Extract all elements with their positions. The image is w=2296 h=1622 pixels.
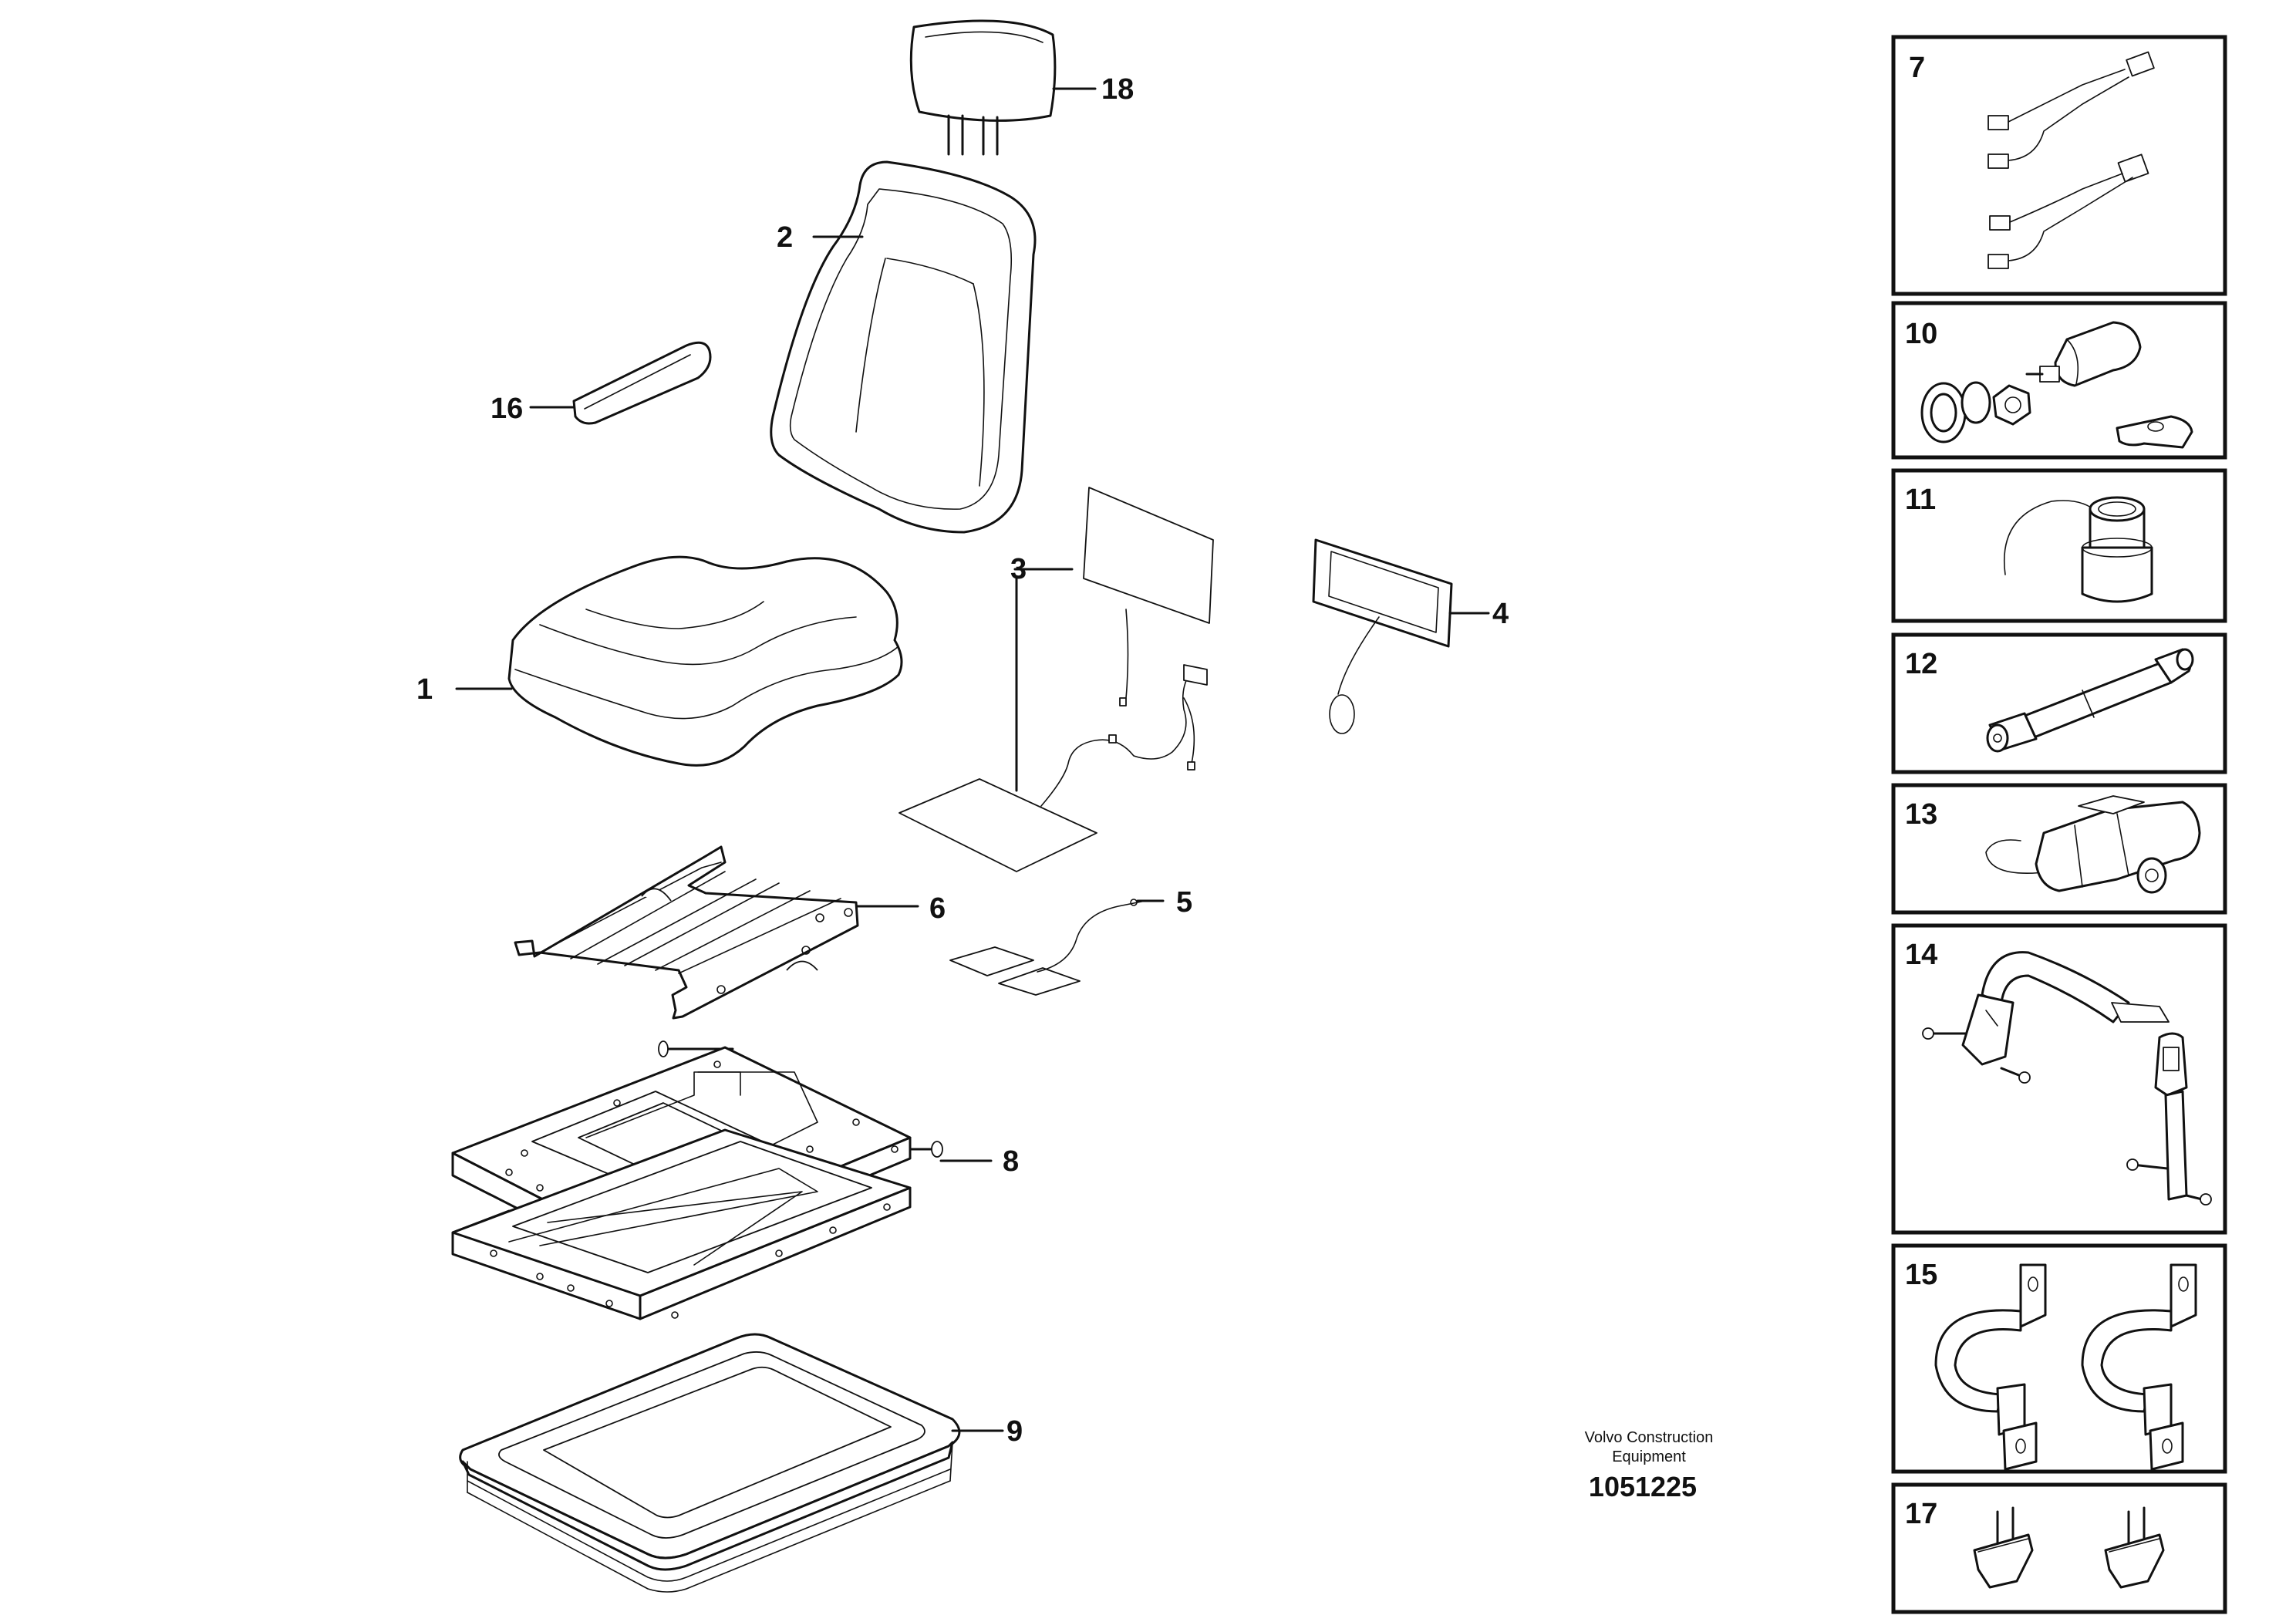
suspension-part-8: 8 xyxy=(451,1040,1019,1320)
panel-11: 11 xyxy=(1891,468,2227,623)
callout-16: 16 xyxy=(491,393,523,425)
armrest-part-16: 16 xyxy=(491,341,712,425)
panel-label-13: 13 xyxy=(1905,798,1937,831)
panel-13: 13 xyxy=(1891,783,2227,915)
slide-rail-part-6: 6 xyxy=(514,845,946,1020)
seat-heater-part-3: 3 xyxy=(899,487,1214,872)
credit-block: Volvo Construction Equipment 1051225 xyxy=(1585,1429,1714,1502)
callout-5: 5 xyxy=(1176,886,1192,919)
panel-label-14: 14 xyxy=(1905,939,1937,971)
seat-cushion-part-1: 1 xyxy=(416,555,903,767)
heater-element-part-5: 5 xyxy=(949,886,1192,996)
callout-8: 8 xyxy=(1003,1145,1019,1178)
panel-15: 15 xyxy=(1891,1243,2227,1474)
bellows-part-9: 9 xyxy=(459,1333,1023,1593)
part-number: 1051225 xyxy=(1589,1471,1697,1502)
backrest-part-2: 2 xyxy=(770,160,1037,534)
label-plate-part-4: 4 xyxy=(1312,538,1509,734)
panel-label-12: 12 xyxy=(1905,648,1937,680)
panel-label-10: 10 xyxy=(1905,318,1937,350)
callout-9: 9 xyxy=(1006,1415,1023,1448)
panel-14: 14 xyxy=(1891,923,2227,1235)
callout-18: 18 xyxy=(1101,73,1134,106)
callout-4: 4 xyxy=(1492,598,1509,630)
panel-7: 7 xyxy=(1891,35,2227,296)
panel-label-17: 17 xyxy=(1905,1498,1937,1530)
callout-3: 3 xyxy=(1010,553,1027,585)
credit-line-2: Equipment xyxy=(1612,1448,1686,1465)
panel-label-11: 11 xyxy=(1905,484,1936,516)
panel-12: 12 xyxy=(1891,632,2227,774)
panel-17: 17 xyxy=(1891,1482,2227,1614)
headrest-part-18: 18 xyxy=(909,19,1134,156)
callout-2: 2 xyxy=(777,221,793,254)
callout-1: 1 xyxy=(416,673,433,706)
panel-label-15: 15 xyxy=(1905,1259,1937,1291)
panel-10: 10 xyxy=(1891,301,2227,460)
panel-label-7: 7 xyxy=(1909,52,1925,84)
callout-6: 6 xyxy=(929,892,946,925)
credit-line-1: Volvo Construction xyxy=(1585,1429,1714,1446)
